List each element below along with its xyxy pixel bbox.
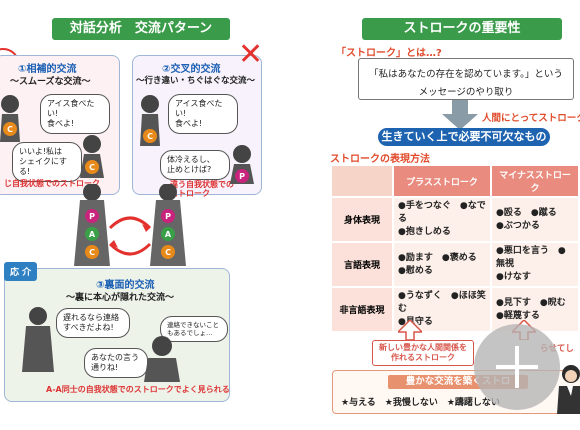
bubble-crossed-b: 体冷えるし、 止めとけば? (160, 150, 230, 180)
bubble-ulterior-a: 遅れるなら連絡 すべきだよね! (56, 308, 130, 338)
figure-group-ulterior (22, 307, 180, 382)
complementary-subtitle: 〜スムーズな交流〜 (10, 77, 91, 87)
person-illustration (557, 365, 580, 414)
plus-icon (496, 346, 538, 388)
cell-body-plus: ●手をつなぐ ●なでる ●抱きしめる (392, 196, 492, 243)
bubble-complementary-a: アイス食べたい! 食べよ! (40, 94, 110, 134)
ego-p-crossed: P (239, 172, 245, 181)
bubble-ulterior-c: あなたの言う 通りね! (84, 348, 148, 378)
ego-c-crossed: C (147, 132, 153, 141)
bubble-crossed-a: アイス食べたい! 食べよ! (168, 94, 238, 134)
center-pac-figures: P A C P A C (74, 184, 186, 266)
crossed-heading: ②交叉的交流 (162, 64, 221, 75)
definition-line1: 「私はあなたの存在を認めています。」という (369, 69, 563, 80)
cell-verbal-minus: ●悪口を言う ●無視 ●けなす (490, 241, 580, 288)
down-arrow-icon (442, 100, 478, 130)
zoom-button[interactable] (474, 324, 560, 410)
row-label-body: 身体表現 (330, 196, 394, 243)
row-label-verbal: 言語表現 (330, 241, 394, 288)
ulterior-heading: ③裏面的交流 (96, 280, 155, 291)
cross-mark-icon: ✕ (238, 37, 264, 72)
figure-group-complementary: C C (0, 95, 104, 178)
note-right: らせてし (540, 344, 574, 354)
essential-banner: 生きていく上で必要不可欠なもの (378, 128, 550, 146)
ulterior-figure-left (22, 307, 54, 372)
table-header-minus: マイナスストローク (490, 164, 580, 198)
table-corner (330, 164, 394, 198)
ego-p-center-left: P (89, 212, 95, 221)
figure-group-crossed: C P (140, 95, 254, 184)
ego-p-center-right: P (165, 212, 171, 221)
cell-verbal-plus: ●励ます ●褒める ●慰める (392, 241, 492, 288)
for-people-text: 人間にとってストローク (482, 113, 580, 124)
ego-c-center-left: C (89, 248, 95, 257)
definition-box: 「私はあなたの存在を認めています。」という メッセージのやり取り (358, 58, 574, 100)
note-left: 新しい豊かな人間関係を 作れるストローク (372, 340, 474, 366)
expression-table: プラスストローク マイナスストローク 身体表現 ●手をつなぐ ●なでる ●抱きし… (330, 164, 580, 333)
expression-heading: ストロークの表現方法 (330, 154, 430, 165)
right-title: ストロークの重要性 (362, 18, 562, 40)
table-header-plus: プラスストローク (392, 164, 492, 198)
expression-table-wrap: プラスストローク マイナスストローク 身体表現 ●手をつなぐ ●なでる ●抱きし… (330, 164, 580, 333)
ego-c-center-right: C (165, 248, 171, 257)
ulterior-subtitle: 〜裏に本心が隠れた交流〜 (66, 293, 175, 303)
bottom-items: ★与える ★我慢しない ★躊躇しない (341, 398, 500, 408)
complementary-caption: じ自我状態でのストローク (4, 179, 100, 188)
ego-a-center-right: A (165, 230, 172, 239)
row-label-nonverbal: 非言語表現 (330, 286, 394, 333)
definition-line2: メッセージのやり取り (418, 87, 514, 98)
up-arrow-left-icon (398, 320, 422, 340)
crossed-caption: 違う自我状態での ストローク (170, 180, 234, 198)
ego-c-left: C (7, 125, 13, 134)
left-title: 対話分析 交流パターン (52, 18, 230, 40)
bubble-ulterior-b: 連絡できないこと もあるでしょ… (160, 316, 228, 342)
bubble-complementary-b: いいよ!私は シェイクにする! (12, 142, 82, 182)
ulterior-figure-right (144, 336, 180, 382)
crossed-subtitle: 〜行き違い・ちぐはぐな交流〜 (136, 76, 256, 86)
ulterior-tag: 応 介 (4, 262, 38, 281)
ulterior-caption: A-A同士の自我状態でのストロークでよく見られる (46, 385, 230, 394)
ego-a-center-left: A (89, 230, 96, 239)
cell-body-minus: ●殴る ●蹴る ●ぶつかる (490, 196, 580, 243)
stroke-question: 「ストローク」とは…? (336, 48, 442, 59)
complementary-heading: ①相補的交流 (18, 64, 77, 75)
ego-c-right: C (89, 163, 95, 172)
